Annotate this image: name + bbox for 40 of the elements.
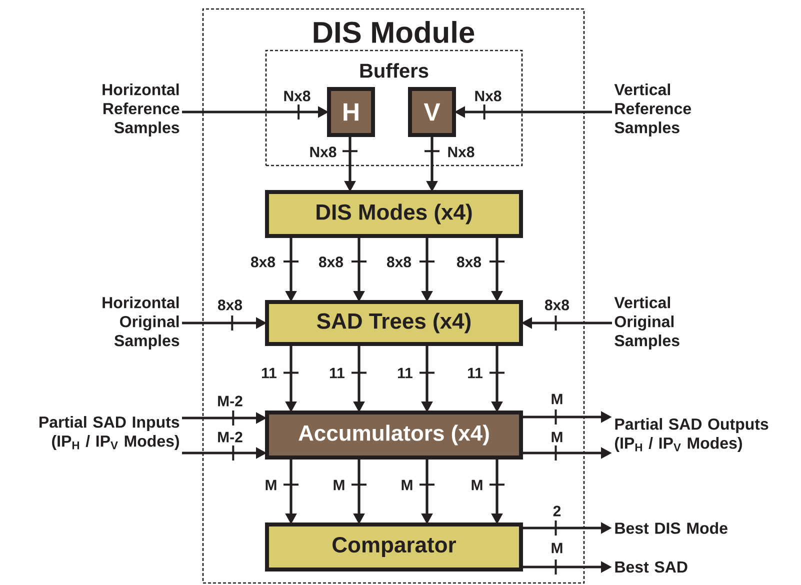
edge-label: M-2 <box>216 430 244 444</box>
block-box: DIS Modes (x4) <box>265 190 523 238</box>
edge-label: M <box>470 478 484 492</box>
edge-label: 8x8 <box>250 256 277 268</box>
edge-label: M <box>550 430 564 444</box>
signal-label: Partial SAD Outputs (IP$_{H}$ / IP$_{V}$ Modes) <box>615 418 768 452</box>
edge-label: M <box>332 478 346 492</box>
frame-title: DIS Module <box>314 20 474 44</box>
edge-label: 8x8 <box>386 256 413 268</box>
edge-label: M <box>550 392 564 406</box>
buffer-box: H <box>327 87 375 137</box>
edge-label: 2 <box>552 504 562 518</box>
signal-label: Vertical Reference Samples <box>614 84 691 136</box>
edge-label: 11 <box>396 366 414 380</box>
edge-label: Nx8 <box>473 90 503 102</box>
edge-label: Nx8 <box>446 146 476 158</box>
edge-label: 11 <box>260 366 278 380</box>
edge-label: 8x8 <box>544 298 571 312</box>
block-box: SAD Trees (x4) <box>265 300 523 346</box>
edge-label: 8x8 <box>456 256 483 268</box>
edge-label: 8x8 <box>318 256 345 268</box>
edge-label: 11 <box>328 366 346 380</box>
signal-label: Horizontal Reference Samples <box>102 84 180 136</box>
edge-label: M <box>264 478 278 492</box>
signal-label: Best DIS Mode <box>615 522 728 534</box>
buffer-box: V <box>408 87 456 137</box>
edge-label: M-2 <box>216 394 244 408</box>
signal-label: Partial SAD Inputs (IP$_{H}$ / IP$_{V}$ Modes) <box>40 416 180 450</box>
frame-title: Buffers <box>360 63 428 78</box>
edge-label: M <box>550 542 564 554</box>
edge-label: 11 <box>466 366 484 380</box>
edge-label: 8x8 <box>216 298 244 312</box>
edge-label: M <box>400 478 414 492</box>
signal-label: Vertical Original Samples <box>614 296 680 350</box>
block-box: Accumulators (x4) <box>265 410 523 460</box>
signal-label: Best SAD <box>615 561 688 573</box>
edge-label: Nx8 <box>282 90 312 102</box>
block-box: Comparator <box>265 522 523 572</box>
signal-label: Horizontal Original Samples <box>102 296 180 350</box>
edge-label: Nx8 <box>308 146 338 158</box>
